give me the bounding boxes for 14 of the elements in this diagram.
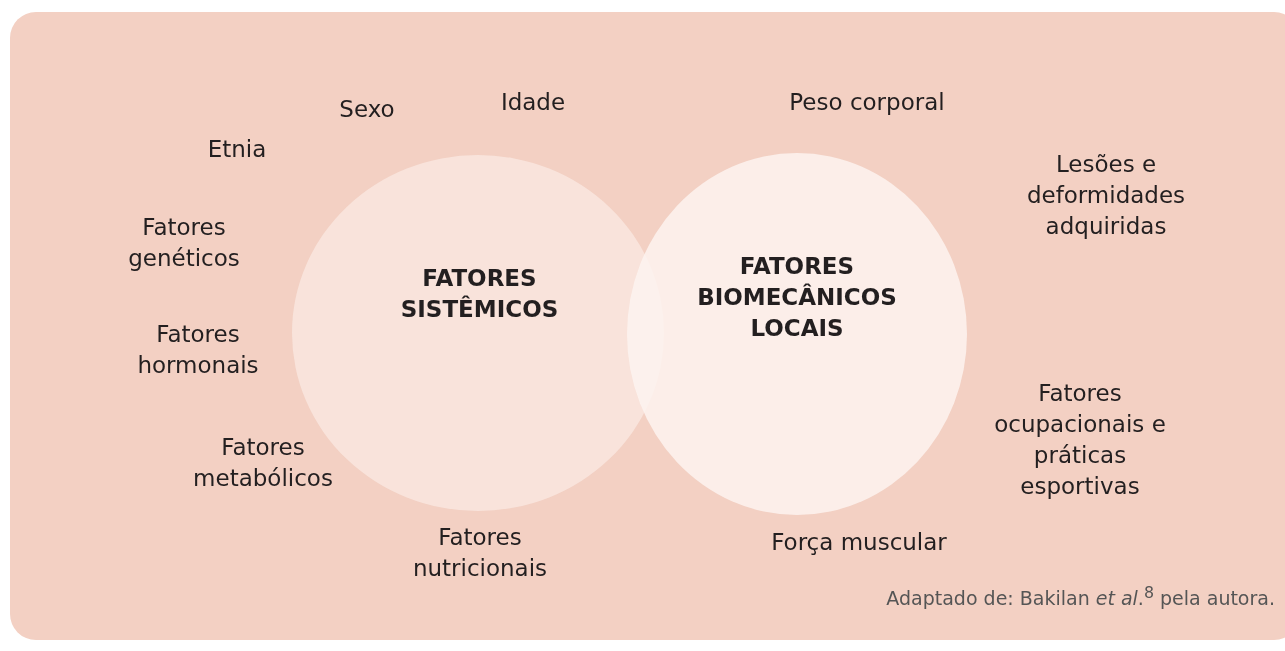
factor-label: Lesões e deformidades adquiridas <box>1025 149 1187 241</box>
factor-label: Força muscular <box>770 527 948 557</box>
factor-label: Fatores genéticos <box>127 213 241 273</box>
factor-label: Fatores ocupacionais e práticas esportivas <box>993 379 1167 501</box>
source-caption: Adaptado de: Bakilan et al.$^{8}$ pela autora. <box>886 583 1275 610</box>
factor-label: Sexo <box>338 94 396 124</box>
factor-label: Fatores nutricionais <box>411 523 549 583</box>
factor-label: Fatores metabólicos <box>192 433 334 493</box>
factor-label: Peso corporal <box>788 87 946 117</box>
factor-label: Etnia <box>206 134 268 164</box>
factor-label: Idade <box>499 87 567 117</box>
circle-title: FATORES BIOMECÂNICOS LOCAIS <box>697 252 897 343</box>
factor-label: Fatores hormonais <box>136 320 260 380</box>
circle-title: FATORES SISTÊMICOS <box>399 264 560 324</box>
